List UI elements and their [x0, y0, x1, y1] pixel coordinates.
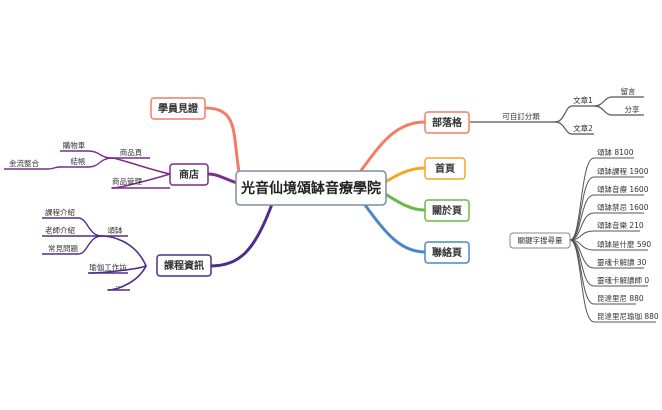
edge-courses-bowl: [101, 235, 147, 267]
subtopic-singing-bowl[interactable]: 頌缽: [108, 225, 123, 235]
edge-product-page-cart: [87, 150, 113, 159]
central-topic-label: 光音仙境頌缽音療學院: [240, 180, 381, 197]
edge-category-article1: [554, 105, 573, 123]
keyword-item[interactable]: 靈魂卡解讀 30: [597, 257, 647, 267]
keyword-item[interactable]: 頌缽課程 1900: [597, 166, 649, 176]
topic-home[interactable]: 首頁: [424, 157, 466, 180]
subtopic-teacher-intro[interactable]: 老師介紹: [45, 225, 75, 235]
topic-courses-label: 課程資訊: [164, 259, 204, 272]
topic-home-label: 首頁: [435, 162, 455, 175]
topic-blog-box: [424, 111, 470, 134]
edge-kw-2: [569, 176, 595, 241]
edge-kw-8: [569, 239, 595, 287]
edge-bowl-intro: [77, 217, 103, 237]
edge-article1-share: [593, 105, 613, 116]
subtopic-share[interactable]: 分享: [625, 104, 640, 114]
topic-student-reviews-label: 學員見證: [158, 102, 199, 115]
edge-contact: [363, 203, 427, 254]
edge-kw-1: [569, 157, 595, 241]
keyword-item[interactable]: 頌缽禁忌 1600: [597, 202, 649, 212]
edge-product-page-checkout: [87, 157, 113, 168]
subtopic-comment[interactable]: 留言: [621, 86, 636, 96]
topic-contact[interactable]: 聯絡頁: [424, 241, 470, 264]
subtopic-yoga[interactable]: 瑜伽工作坊: [89, 262, 127, 272]
topic-blog[interactable]: 部落格: [424, 111, 470, 134]
topic-student-reviews-box: [150, 97, 206, 120]
topic-contact-label: 聯絡頁: [432, 246, 462, 259]
topic-keywords-label: 關鍵字搜尋量: [518, 235, 563, 245]
topic-blog-label: 部落格: [432, 116, 463, 129]
keyword-item[interactable]: 昆達里尼瑜珈 880: [597, 311, 659, 321]
keyword-item[interactable]: 頌缽是什麼 590: [597, 239, 651, 249]
edge-shop: [206, 172, 239, 185]
topic-student-reviews[interactable]: 學員見證: [150, 97, 206, 120]
subtopic-cart[interactable]: 購物車: [63, 140, 86, 150]
courses-edges: [42, 217, 147, 291]
keyword-item[interactable]: 昆達里尼 880: [597, 293, 644, 303]
subtopic-more[interactable]: ...: [115, 280, 122, 289]
edge-category-article2: [554, 121, 573, 135]
topic-shop[interactable]: 商店: [169, 163, 209, 186]
topic-about-label: 關於頁: [432, 204, 462, 217]
subtopic-faq[interactable]: 常見問題: [48, 244, 78, 253]
keyword-item[interactable]: 靈魂卡解讀師 0: [597, 275, 649, 285]
topic-shop-label: 商店: [179, 168, 199, 181]
subtopic-payment[interactable]: 金流整合: [9, 158, 39, 168]
edge-student-reviews: [203, 106, 242, 180]
topic-about[interactable]: 關於頁: [424, 199, 470, 222]
keyword-item[interactable]: 頌缽音樂 210: [597, 220, 644, 230]
topic-contact-box: [424, 241, 470, 264]
shop-edges: [4, 150, 171, 189]
edge-home: [380, 166, 427, 186]
blog-edges: [470, 96, 644, 135]
edge-courses: [208, 202, 274, 268]
keyword-item[interactable]: 頌缽音療 1600: [597, 184, 649, 194]
edge-kw-4: [569, 212, 595, 241]
edge-shop-product-page: [111, 157, 171, 175]
subtopic-article2[interactable]: 文章2: [573, 123, 593, 133]
edge-kw-3: [569, 194, 595, 241]
topic-home-box: [424, 157, 466, 180]
subtopic-product-mgmt[interactable]: 商品管理: [112, 176, 142, 186]
subtopic-custom-category[interactable]: 可自訂分類: [502, 111, 540, 121]
topic-keywords-box: [509, 232, 571, 249]
edge-kw-7: [569, 239, 595, 269]
keyword-item[interactable]: 頌缽 8100: [597, 147, 634, 157]
subtopic-product-page[interactable]: 商品頁: [120, 147, 143, 157]
topic-shop-box: [169, 163, 209, 186]
edge-kw-10: [569, 239, 595, 323]
topic-courses-box: [156, 254, 212, 277]
topic-courses[interactable]: 課程資訊: [156, 254, 212, 277]
edge-checkout-payment: [47, 166, 61, 170]
edge-about: [380, 190, 427, 212]
subtopic-checkout[interactable]: 結帳: [71, 156, 86, 166]
subtopic-article1[interactable]: 文章1: [573, 95, 593, 105]
subtopic-course-intro[interactable]: 課程介紹: [45, 207, 75, 217]
topic-about-box: [424, 199, 470, 222]
edge-bowl-faq: [77, 235, 103, 255]
edge-blog: [358, 120, 427, 174]
keyword-edges: [569, 157, 656, 323]
central-topic-box: [235, 170, 387, 206]
edge-article1-comment: [593, 96, 613, 107]
topic-keywords[interactable]: 關鍵字搜尋量: [509, 232, 571, 249]
central-topic[interactable]: 光音仙境頌缽音療學院: [235, 170, 387, 206]
